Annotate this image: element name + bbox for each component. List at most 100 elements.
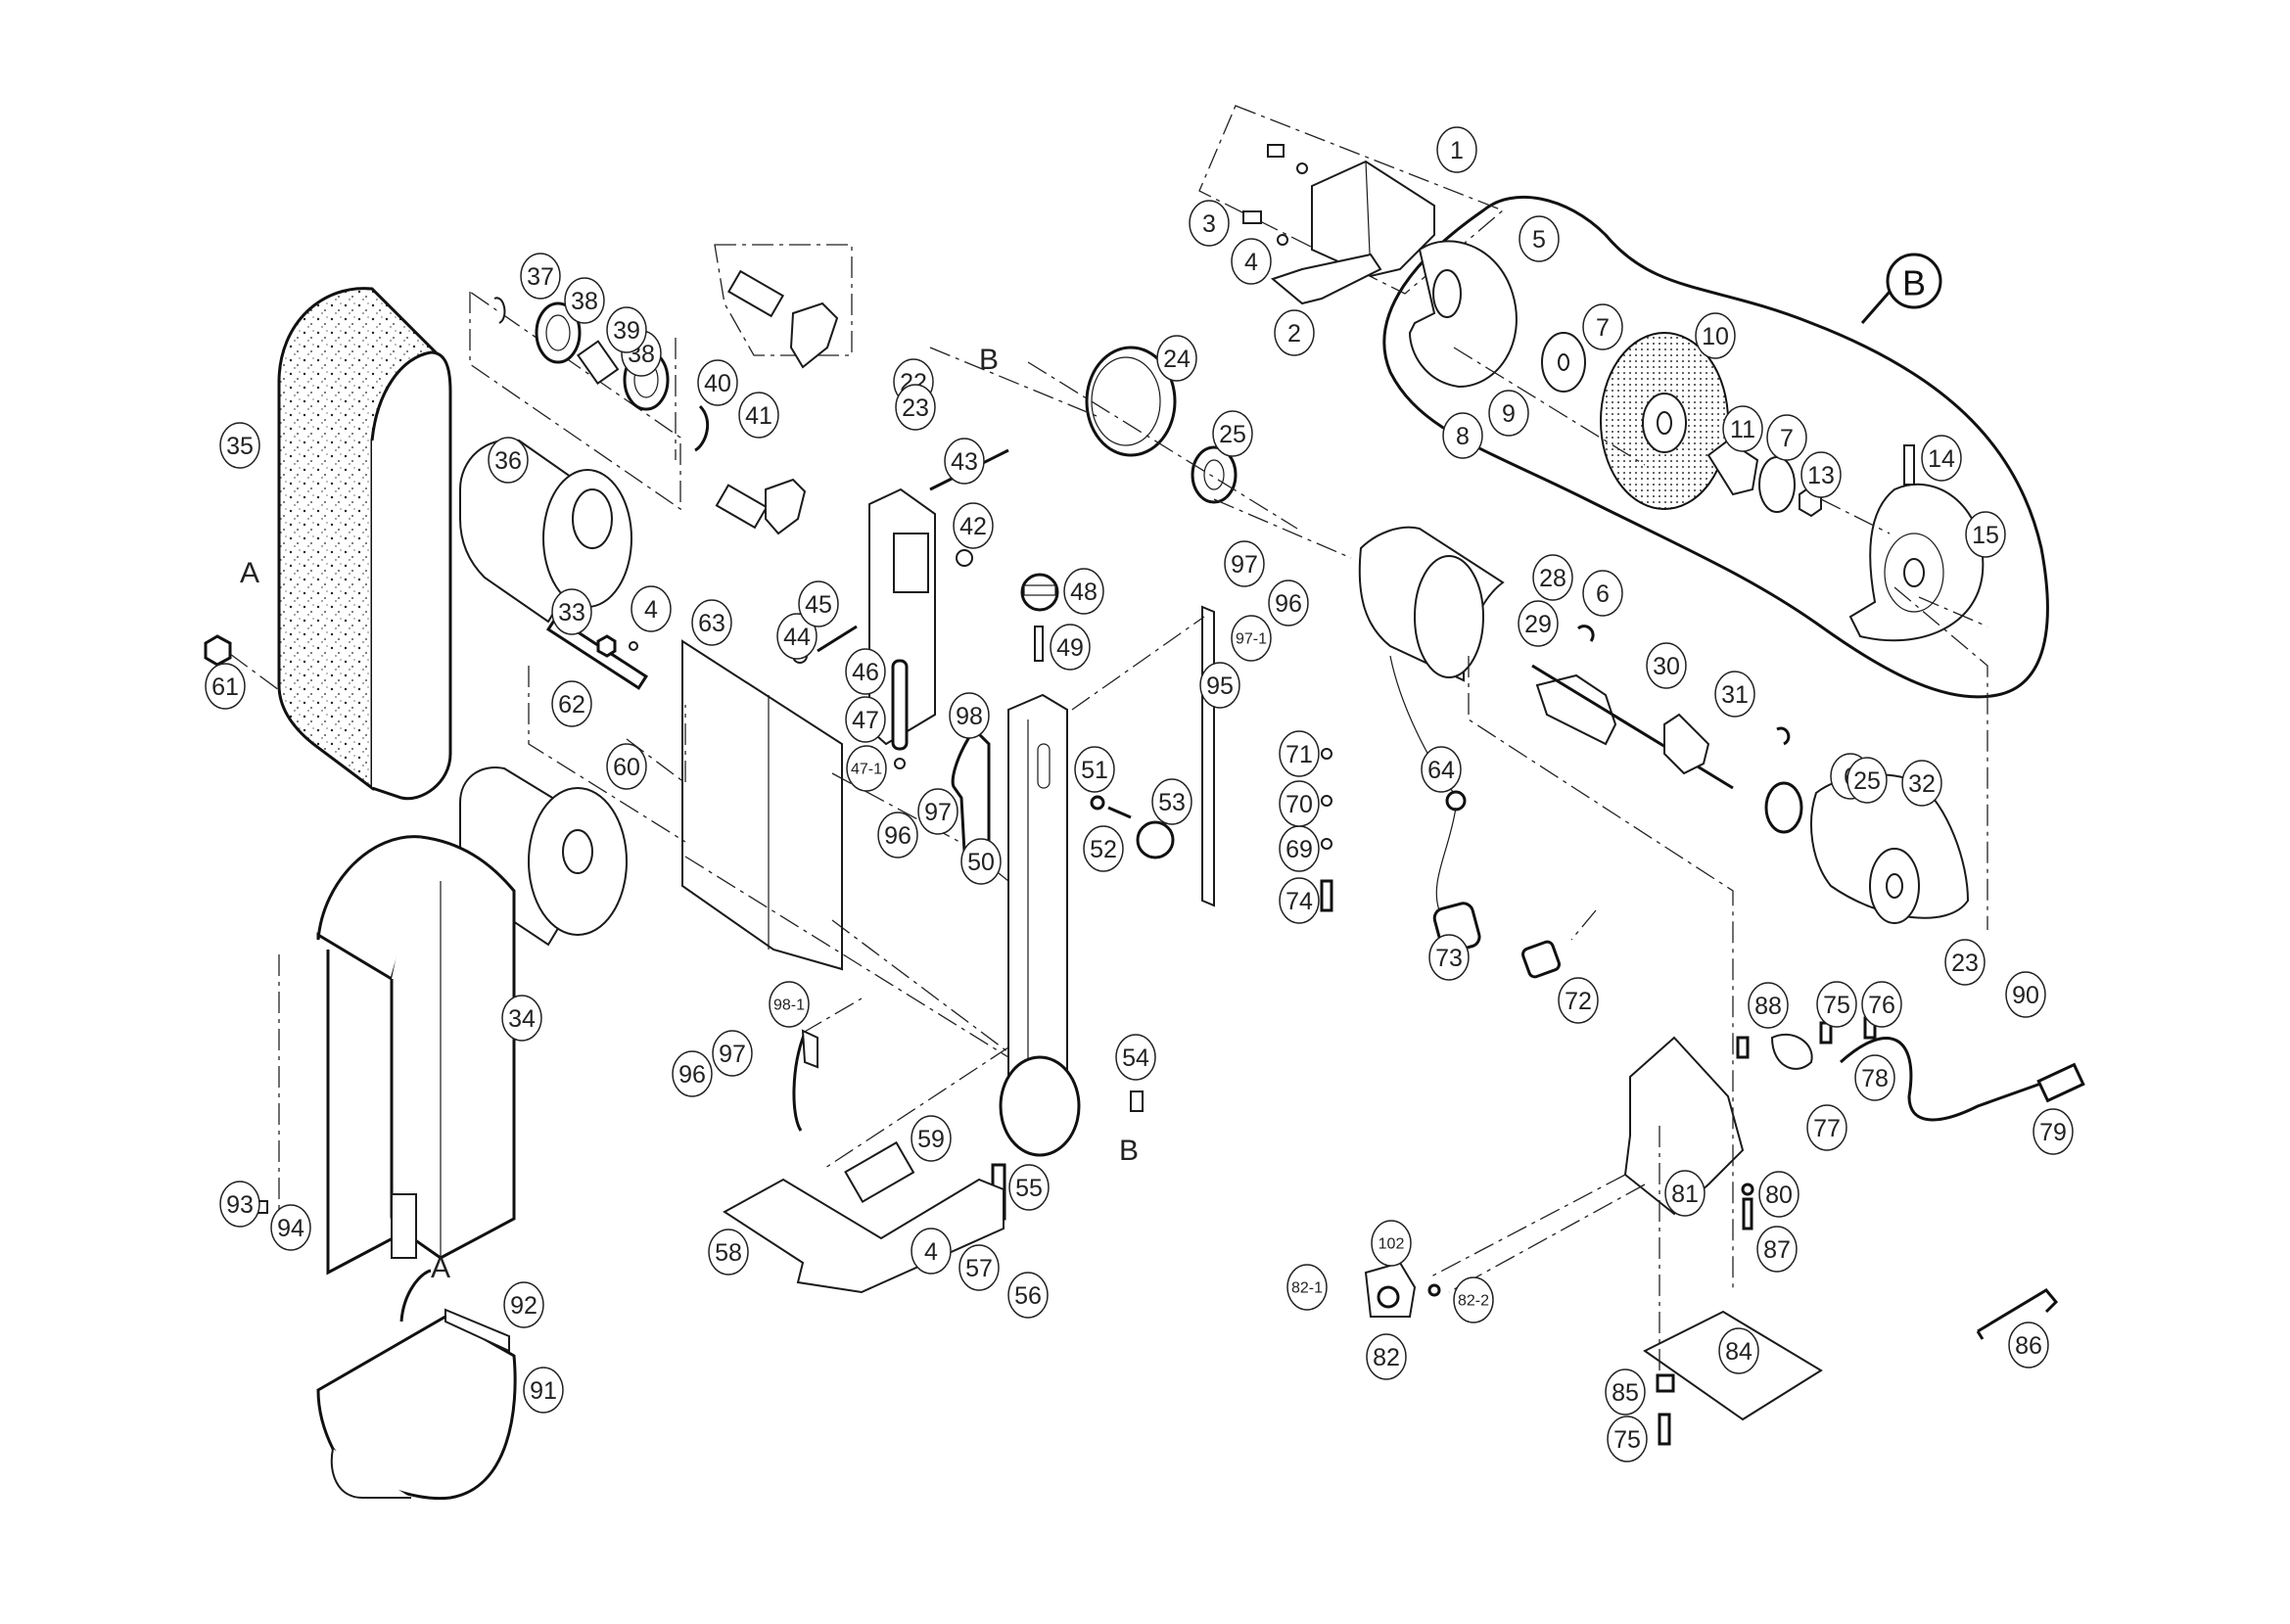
callout-71: 71: [1279, 730, 1320, 777]
callout-circle: [1371, 1220, 1412, 1267]
callout-88: 88: [1748, 982, 1789, 1029]
callout-circle: [1189, 200, 1230, 247]
callout-circle: [738, 392, 779, 439]
callout-circle: [1453, 1276, 1494, 1323]
callout-circle: [1421, 746, 1462, 793]
callout-58: 58: [708, 1229, 749, 1276]
callout-number: 31: [1721, 681, 1749, 709]
end-bell: [1810, 773, 1970, 919]
nut-61: [204, 634, 232, 667]
callout-90: 90: [2005, 971, 2046, 1018]
callout-circle: [1605, 1369, 1646, 1415]
callout-circle: [1582, 570, 1623, 617]
callout-number: 14: [1928, 445, 1955, 473]
callout-circle: [1007, 1272, 1049, 1319]
bearing-spacer: [577, 340, 620, 386]
work-table: [723, 1178, 1005, 1294]
callout-circle: [1063, 568, 1104, 615]
callout-circle: [1442, 412, 1483, 459]
callout-number: 24: [1163, 346, 1191, 373]
callout-circle: [1800, 451, 1842, 498]
callout-70: 70: [1279, 780, 1320, 827]
dust-chute: [316, 1315, 517, 1501]
callout-circle: [1274, 309, 1315, 356]
screw-74: [1320, 879, 1333, 912]
callout-circle: [1083, 825, 1124, 872]
callout-number: 36: [494, 447, 522, 475]
knob-48: [1020, 573, 1059, 612]
callout-4: 4: [1231, 238, 1272, 285]
callout-circle: [776, 613, 818, 660]
callout-number: 4: [924, 1238, 938, 1266]
callout-number: 71: [1285, 741, 1313, 768]
section-label-a-top: A: [240, 557, 259, 589]
plug-79: [2036, 1062, 2085, 1103]
callout-28: 28: [1532, 554, 1573, 601]
callout-number: 15: [1972, 522, 1999, 549]
callout-circle: [1519, 215, 1560, 262]
callout-number: 60: [613, 754, 640, 781]
callout-86: 86: [2008, 1322, 2049, 1369]
callout-number: 76: [1868, 992, 1895, 1019]
callout-97: 97: [1224, 540, 1265, 587]
callout-number: 88: [1754, 993, 1782, 1020]
callout-circle: [606, 306, 647, 353]
callout-56: 56: [1007, 1272, 1049, 1319]
callout-circle: [1806, 1104, 1847, 1151]
callout-55: 55: [1008, 1164, 1050, 1211]
callout-number: 52: [1090, 836, 1117, 863]
callout-1: 1: [1436, 126, 1477, 173]
callout-48: 48: [1063, 568, 1104, 615]
callout-circle: [1921, 435, 1962, 482]
callout-number: 62: [558, 691, 585, 719]
bearing-25a: [1191, 445, 1238, 504]
callout-number: 23: [1951, 950, 1979, 977]
callout-81: 81: [1664, 1170, 1706, 1217]
callout-number: 80: [1765, 1182, 1793, 1209]
callout-circle: [1231, 238, 1272, 285]
callout-32: 32: [1901, 760, 1942, 807]
spring-45: [817, 625, 858, 653]
callout-circle: [1664, 1170, 1706, 1217]
callout-29: 29: [1518, 600, 1559, 647]
callout-circle: [1428, 934, 1470, 981]
callout-number: 33: [558, 599, 585, 626]
callout-52: 52: [1083, 825, 1124, 872]
callout-number: 97: [1231, 551, 1258, 579]
callout-47: 47: [845, 696, 886, 743]
callout-circle: [672, 1050, 713, 1097]
callout-84: 84: [1718, 1327, 1759, 1374]
callout-circle: [1695, 312, 1736, 359]
callout-circle: [1861, 981, 1902, 1028]
guide-strip: [1201, 605, 1215, 907]
callout-circle: [845, 696, 886, 743]
callout-35: 35: [219, 422, 260, 469]
callout-number: 63: [698, 610, 725, 637]
callout-number: 34: [508, 1005, 536, 1033]
callout-circle: [205, 663, 246, 710]
callout-number: 23: [902, 394, 929, 422]
callout-number: 1: [1450, 137, 1464, 164]
callout-38: 38: [564, 277, 605, 324]
callout-circle: [917, 788, 958, 835]
cooling-fan: [1663, 713, 1710, 775]
hex-key: [1976, 1288, 2059, 1340]
callout-5: 5: [1519, 215, 1560, 262]
callout-95: 95: [1199, 662, 1240, 709]
callout-number: 91: [530, 1377, 557, 1405]
callout-circle: [1199, 662, 1240, 709]
callout-number: 25: [1219, 421, 1246, 448]
guard-tab: [391, 1193, 417, 1259]
callout-51: 51: [1074, 746, 1115, 793]
callout-number: 73: [1435, 945, 1463, 972]
callout-53: 53: [1151, 778, 1192, 825]
grommet-64: [1445, 790, 1467, 812]
callout-4: 4: [631, 585, 672, 632]
callout-circle: [564, 277, 605, 324]
callout-number: 102: [1379, 1236, 1405, 1253]
callout-59: 59: [911, 1115, 952, 1162]
callout-number: 64: [1427, 757, 1455, 784]
callout-50: 50: [960, 838, 1002, 885]
callout-41: 41: [738, 392, 779, 439]
